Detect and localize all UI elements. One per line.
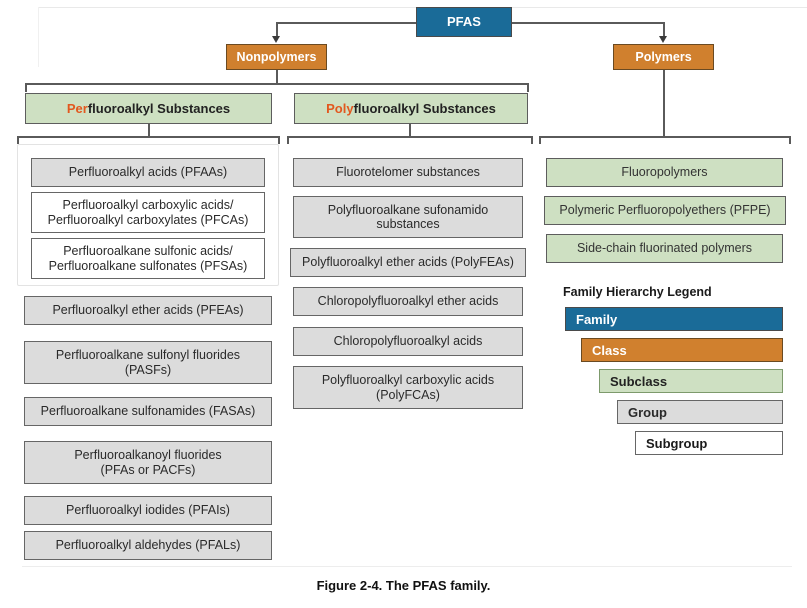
class-box-label: Nonpolymers: [236, 49, 317, 64]
arrowhead-polymers: [659, 36, 667, 43]
subgroup-box-pfcas[interactable]: Perfluoroalkyl carboxylic acids/ Perfluo…: [31, 192, 265, 233]
group-box-label: Perfluoroalkane sulfonyl fluorides (PASF…: [55, 348, 241, 377]
group-box-polyfeas[interactable]: Polyfluoroalkyl ether acids (PolyFEAs): [290, 248, 526, 277]
connector-pfas-to-nonpolymers-horizontal: [276, 22, 416, 24]
group-box-chloropolyfluoroalkyl-acids[interactable]: Chloropolyfluoroalkyl acids: [293, 327, 523, 356]
subclass-box-label: Polymeric Perfluoropolyethers (PFPE): [559, 203, 771, 218]
group-box-label: Polyfluoroalkane sufonamido substances: [327, 202, 489, 232]
connector-pfas-to-polymers-vertical: [663, 22, 665, 38]
subgroup-box-pfsas[interactable]: Perfluoroalkane sulfonic acids/ Perfluor…: [31, 238, 265, 279]
bracket-perfluoroalkyl-horizontal: [17, 136, 279, 138]
group-box-label: Chloropolyfluoroalkyl acids: [333, 334, 483, 349]
bracket-nonpolymers-horizontal: [25, 83, 528, 85]
bracket-nonpolymers-right-stub: [527, 83, 529, 92]
group-box-pfals[interactable]: Perfluoroalkyl aldehydes (PFALs): [24, 531, 272, 560]
group-box-fluorotelomer-substances[interactable]: Fluorotelomer substances: [293, 158, 523, 187]
pfaa-group-container: [17, 144, 279, 286]
legend-item-label: Family: [576, 311, 618, 327]
family-box-label: PFAS: [447, 14, 481, 30]
connector-pfas-to-nonpolymers-vertical: [276, 22, 278, 38]
class-box-label: Polymers: [635, 49, 692, 64]
page-edge-left: [38, 7, 39, 67]
group-box-pasfs[interactable]: Perfluoroalkane sulfonyl fluorides (PASF…: [24, 341, 272, 384]
legend-item-label: Group: [628, 404, 667, 420]
legend-item-label: Subclass: [610, 373, 668, 389]
connector-perfluoroalkyl-stem: [148, 124, 150, 137]
subclass-box-perfluoroalkyl[interactable]: Perfluoroalkyl Substances: [25, 93, 272, 124]
subclass-box-label: Side-chain fluorinated polymers: [576, 241, 753, 256]
group-box-label: Perfluoroalkane sulfonamides (FASAs): [40, 404, 256, 419]
group-box-label: Perfluoroalkanoyl fluorides (PFAs or PAC…: [74, 448, 222, 477]
subclass-label: Polyfluoroalkyl Substances: [326, 101, 496, 116]
subclass-rest: fluoroalkyl Substances: [353, 100, 496, 116]
group-box-polyfluoroalkane-sulfonamido[interactable]: Polyfluoroalkane sufonamido substances: [293, 196, 523, 238]
subclass-box-label: Fluoropolymers: [621, 165, 708, 180]
figure-caption: Figure 2-4. The PFAS family.: [316, 578, 491, 593]
legend-item-family: Family: [565, 307, 783, 331]
group-box-pfas-pacfs[interactable]: Perfluoroalkanoyl fluorides (PFAs or PAC…: [24, 441, 272, 484]
bracket-polymers-left-stub: [539, 136, 541, 144]
legend-title: Family Hierarchy Legend: [563, 285, 712, 299]
group-box-label: Perfluoroalkyl ether acids (PFEAs): [52, 303, 244, 318]
bracket-polyfluoroalkyl-horizontal: [287, 136, 532, 138]
group-box-label: Chloropolyfluoroalkyl ether acids: [317, 294, 499, 309]
connector-polyfluoroalkyl-stem: [409, 124, 411, 137]
connector-nonpolymers-stem: [276, 70, 278, 84]
subclass-label: Perfluoroalkyl Substances: [67, 101, 230, 116]
arrowhead-nonpolymers: [272, 36, 280, 43]
bracket-polyfluoroalkyl-left-stub: [287, 136, 289, 144]
subclass-prefix-highlight: Per: [66, 100, 88, 116]
legend-item-class: Class: [581, 338, 783, 362]
family-box-pfas[interactable]: PFAS: [416, 7, 512, 37]
group-box-pfais[interactable]: Perfluoroalkyl iodides (PFAIs): [24, 496, 272, 525]
group-box-label: Perfluoroalkyl iodides (PFAIs): [66, 503, 230, 518]
group-box-label: Polyfluoroalkyl carboxylic acids (PolyFC…: [321, 373, 495, 402]
legend-item-subgroup: Subgroup: [635, 431, 783, 455]
legend-item-label: Subgroup: [646, 435, 708, 451]
group-box-label: Perfluoroalkyl aldehydes (PFALs): [55, 538, 241, 553]
group-box-polyfcas[interactable]: Polyfluoroalkyl carboxylic acids (PolyFC…: [293, 366, 523, 409]
subgroup-box-label: Perfluoroalkyl carboxylic acids/ Perfluo…: [47, 198, 249, 227]
bracket-perfluoroalkyl-right-stub: [278, 136, 280, 144]
class-box-polymers[interactable]: Polymers: [613, 44, 714, 70]
subclass-box-side-chain-fluorinated-polymers[interactable]: Side-chain fluorinated polymers: [546, 234, 783, 263]
group-box-pfaas[interactable]: Perfluoroalkyl acids (PFAAs): [31, 158, 265, 187]
legend-item-group: Group: [617, 400, 783, 424]
subclass-rest: fluoroalkyl Substances: [87, 100, 231, 116]
class-box-nonpolymers[interactable]: Nonpolymers: [226, 44, 327, 70]
subclass-box-pfpe[interactable]: Polymeric Perfluoropolyethers (PFPE): [544, 196, 786, 225]
group-box-label: Fluorotelomer substances: [336, 165, 480, 180]
connector-polymers-stem: [663, 70, 665, 136]
subclass-box-fluoropolymers[interactable]: Fluoropolymers: [546, 158, 783, 187]
bracket-polymers-horizontal: [539, 136, 790, 138]
subgroup-box-label: Perfluoroalkane sulfonic acids/ Perfluor…: [48, 244, 248, 273]
subclass-box-polyfluoroalkyl[interactable]: Polyfluoroalkyl Substances: [294, 93, 528, 124]
legend-item-label: Class: [592, 342, 627, 358]
connector-pfas-to-polymers-horizontal: [512, 22, 664, 24]
page-edge-bottom: [22, 566, 792, 567]
subclass-prefix-highlight: Poly: [326, 100, 354, 116]
group-box-label: Perfluoroalkyl acids (PFAAs): [68, 165, 228, 180]
bracket-nonpolymers-left-stub: [25, 83, 27, 92]
bracket-perfluoroalkyl-left-stub: [17, 136, 19, 144]
group-box-label: Polyfluoroalkyl ether acids (PolyFEAs): [302, 255, 514, 270]
group-box-pfeas[interactable]: Perfluoroalkyl ether acids (PFEAs): [24, 296, 272, 325]
bracket-polyfluoroalkyl-right-stub: [531, 136, 533, 144]
bracket-polymers-right-stub: [789, 136, 791, 144]
group-box-fasas[interactable]: Perfluoroalkane sulfonamides (FASAs): [24, 397, 272, 426]
legend-item-subclass: Subclass: [599, 369, 783, 393]
group-box-chloropolyfluoroalkyl-ether-acids[interactable]: Chloropolyfluoroalkyl ether acids: [293, 287, 523, 316]
